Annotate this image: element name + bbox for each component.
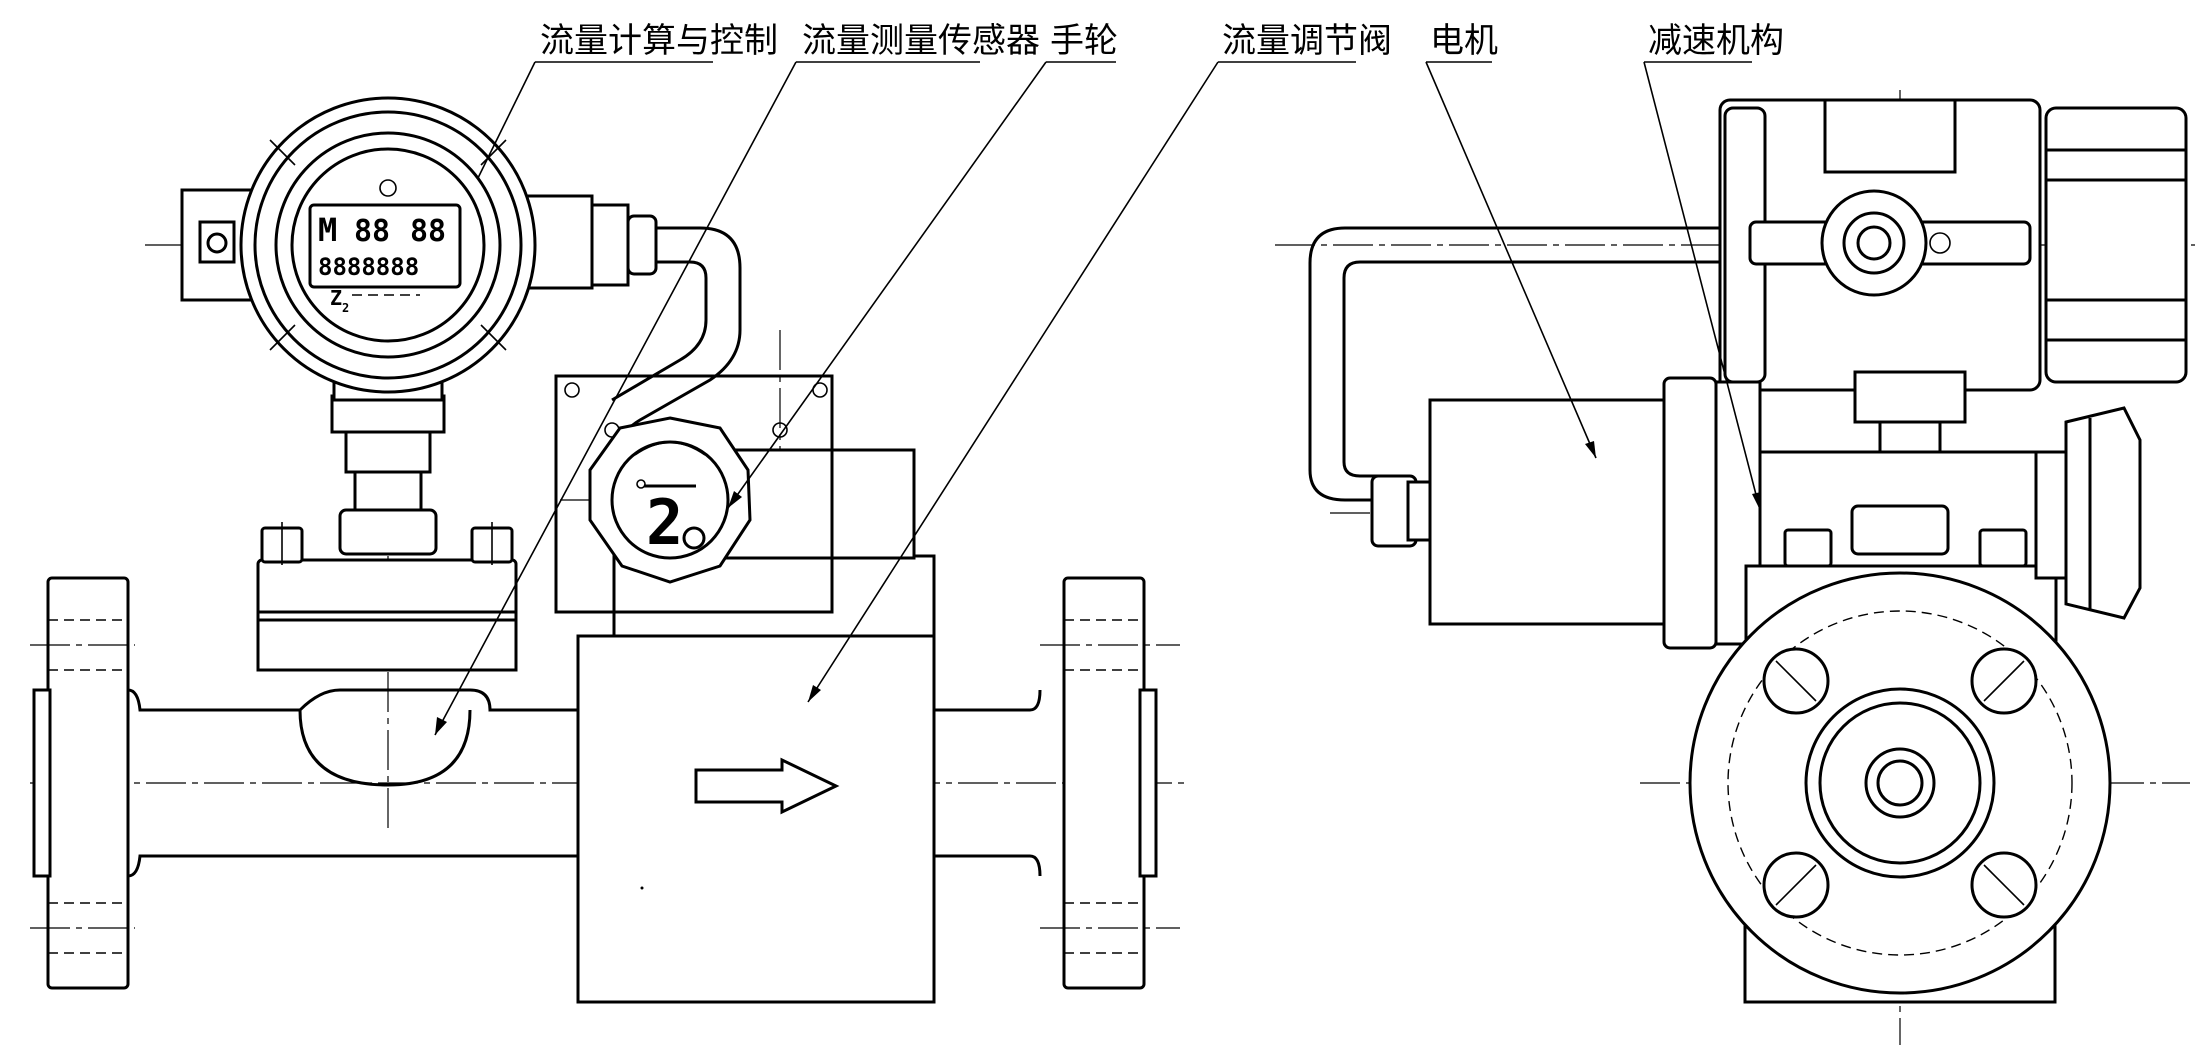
handwheel-mark: 2 [646, 486, 683, 559]
lcd-digits-a: 88 [354, 214, 390, 249]
label-handwheel: 手轮 [1050, 21, 1118, 61]
outlet-flange [934, 576, 1180, 990]
callouts: 流量计算与控制 流量测量传感器 手轮 流量调节阀 电机 减速机构 [434, 21, 1784, 736]
side-handwheel[interactable] [2034, 406, 2142, 620]
lcd-display [308, 203, 462, 289]
sensor-mount-block [256, 394, 518, 672]
label-flow-valve: 流量调节阀 [1222, 21, 1392, 61]
label-motor: 电机 [1430, 21, 1498, 61]
side-view [1275, 90, 2195, 1045]
lcd-digits-b: 88 [410, 214, 446, 249]
sensor-body [298, 709, 472, 787]
label-flow-sensor: 流量测量传感器 [802, 21, 1040, 61]
label-reducer: 减速机构 [1648, 21, 1784, 61]
inlet-flange [30, 576, 135, 990]
label-flow-calc-control: 流量计算与控制 [540, 21, 778, 61]
lcd-mode: M [318, 211, 337, 249]
handwheel[interactable]: 2 [588, 416, 752, 584]
brand-mark-sub: 2 [342, 301, 349, 315]
transmitter: M 88 88 8888888 Z 2 [180, 96, 658, 402]
side-signal-conduit [1308, 226, 1720, 502]
valve-bracket-plate [554, 374, 834, 614]
lcd-digits-row2: 8888888 [318, 253, 419, 281]
motor [1428, 398, 1666, 626]
brand-mark: Z [330, 286, 342, 310]
control-valve [554, 374, 936, 1004]
end-flange [1688, 571, 2112, 1004]
front-view: M 88 88 8888888 Z 2 [30, 96, 1185, 1004]
flow-direction-arrow [694, 757, 840, 815]
